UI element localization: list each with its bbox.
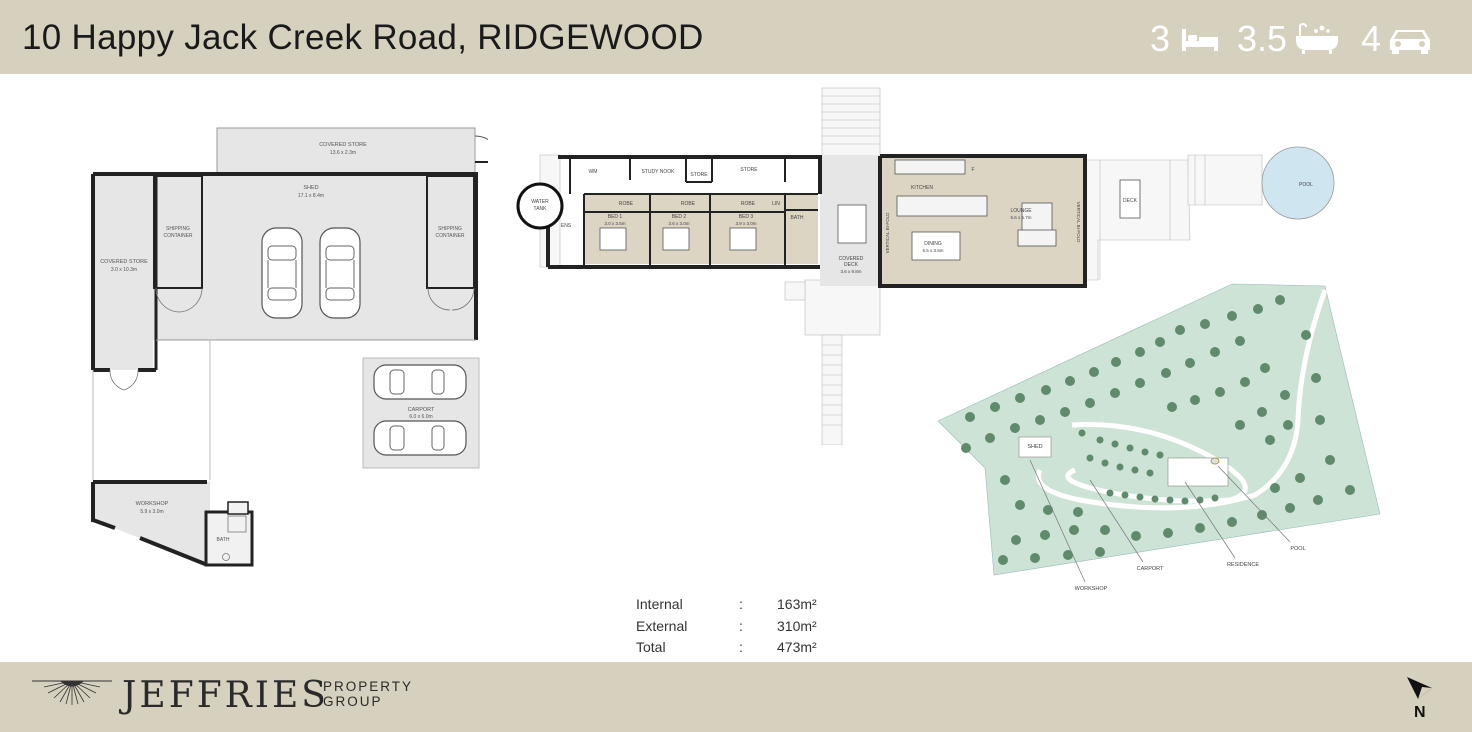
- shipping-container-left-label-2: CONTAINER: [163, 233, 192, 239]
- robe-label-2: ROBE: [681, 201, 696, 207]
- car-icon: [1390, 30, 1430, 54]
- shipping-container-right-label-1: SHIPPING: [438, 226, 462, 232]
- study-nook-label: STUDY NOOK: [642, 169, 676, 175]
- shipping-container-left-label-1: SHIPPING: [166, 226, 190, 232]
- site-shed-label: SHED: [1027, 444, 1042, 450]
- shed-label: SHED: [303, 185, 318, 191]
- deck-label: DECK: [1123, 198, 1138, 204]
- bed-icon: [1182, 29, 1218, 51]
- area-label: Internal: [636, 596, 683, 612]
- bath-label: BATH: [791, 215, 804, 221]
- area-value: 163m²: [777, 596, 817, 612]
- site-carport-label: CARPORT: [1137, 566, 1164, 572]
- bathroom-count: 3.5: [1237, 18, 1288, 59]
- pool: [1261, 146, 1335, 220]
- shed-dim: 17.1 x 8.4m: [298, 193, 324, 199]
- bathtub-icon: [1296, 22, 1338, 54]
- ensuite-label: ENS: [561, 223, 572, 229]
- pool-label: POOL: [1299, 182, 1313, 188]
- bed2-dim: 3.6 x 3.0m: [668, 221, 689, 226]
- bed1-dim: 3.0 x 3.5m: [604, 221, 625, 226]
- covered-store-left-dim: 3.0 x 10.3m: [111, 267, 137, 273]
- car-icon: [319, 227, 361, 319]
- wm-label: WM: [589, 169, 598, 175]
- area-summary: Internal : 163m² External : 310m² Total …: [636, 596, 836, 661]
- area-value: 310m²: [777, 617, 817, 634]
- linen-label: LIN: [772, 201, 780, 207]
- area-value: 473m²: [777, 639, 817, 655]
- tree-markers: [961, 295, 1355, 565]
- store-label-1: STORE: [690, 172, 708, 178]
- sunburst-logo-icon: [32, 680, 112, 705]
- site-plan: SHED WORKSHOP CARPORT RESIDENCE POOL: [937, 283, 1381, 592]
- covered-deck-label-1: COVERED: [839, 256, 864, 262]
- carport-dim: 6.0 x 6.0m: [409, 414, 432, 420]
- area-row-total: Total : 473m²: [636, 639, 836, 661]
- dining-label: DINING: [924, 241, 942, 247]
- bedroom-count: 3: [1150, 18, 1171, 59]
- site-residence-label: RESIDENCE: [1227, 562, 1259, 568]
- water-tank: [516, 182, 564, 230]
- area-separator: :: [739, 617, 743, 634]
- lounge-dim: 5.6 x 5.7m: [1010, 215, 1031, 220]
- covered-deck-label-2: DECK: [844, 262, 859, 268]
- shed-floor-plan: COVERED STORE 13.6 x 2.3m SHED 17.1 x 8.…: [91, 127, 488, 567]
- site-pool-label: POOL: [1290, 546, 1305, 552]
- car-icon: [373, 364, 467, 400]
- north-arrow-icon: [1407, 677, 1432, 699]
- covered-store-left-label: COVERED STORE: [100, 259, 148, 265]
- footer-band: [0, 662, 1472, 732]
- area-row-internal: Internal : 163m²: [636, 596, 836, 618]
- kitchen-label: KITCHEN: [911, 185, 933, 191]
- bed3-dim: 3.9 x 3.0m: [735, 221, 756, 226]
- water-tank-label-2: TANK: [534, 206, 548, 212]
- vertical-bifold-label-2: VERTICAL BI-FOLD: [1076, 202, 1081, 244]
- workshop-bath-label: BATH: [217, 537, 230, 543]
- bed2-label: BED 2: [672, 214, 687, 220]
- brand-sub-property: PROPERTY: [323, 679, 414, 694]
- covered-store-top-dim: 13.6 x 2.3m: [330, 150, 356, 156]
- workshop-dim: 5.9 x 3.0m: [140, 509, 163, 515]
- north-label: N: [1414, 704, 1426, 721]
- brand-sub-group: GROUP: [323, 694, 383, 709]
- car-count: 4: [1361, 18, 1382, 59]
- carport-plan: CARPORT 6.0 x 6.0m: [362, 357, 480, 469]
- shipping-container-right-label-2: CONTAINER: [435, 233, 464, 239]
- area-label: External: [636, 617, 688, 634]
- fridge-label: F: [971, 167, 974, 173]
- vertical-bifold-label-1: VERTICAL BI-FOLD: [885, 212, 890, 254]
- store-label-2: STORE: [740, 167, 758, 173]
- area-row-external: External : 310m²: [636, 618, 836, 640]
- bed1-label: BED 1: [608, 214, 623, 220]
- lounge-label: LOUNGE: [1010, 208, 1032, 214]
- area-separator: :: [739, 596, 743, 612]
- water-tank-label-1: WATER: [531, 199, 549, 205]
- site-workshop-label: WORKSHOP: [1075, 586, 1108, 592]
- property-address: 10 Happy Jack Creek Road, RIDGEWOOD: [22, 18, 704, 57]
- area-separator: :: [739, 639, 743, 655]
- carport-label: CARPORT: [408, 407, 435, 413]
- covered-store-top-label: COVERED STORE: [319, 142, 367, 148]
- bed3-label: BED 3: [739, 214, 754, 220]
- covered-deck-dim: 3.6 x 9.8m: [840, 269, 861, 274]
- residence-floor-plan: WATER TANK WM STUDY NOOK STORE STORE ENS…: [516, 87, 1335, 445]
- car-icon: [261, 227, 303, 319]
- brand-name: JEFFRIES: [122, 675, 329, 716]
- workshop-label: WORKSHOP: [136, 501, 169, 507]
- header-band: [0, 0, 1472, 74]
- area-label: Total: [636, 639, 666, 655]
- dining-dim: 5.5 x 3.8m: [922, 248, 943, 253]
- car-icon: [373, 420, 467, 456]
- robe-label-1: ROBE: [619, 201, 634, 207]
- robe-label-3: ROBE: [741, 201, 756, 207]
